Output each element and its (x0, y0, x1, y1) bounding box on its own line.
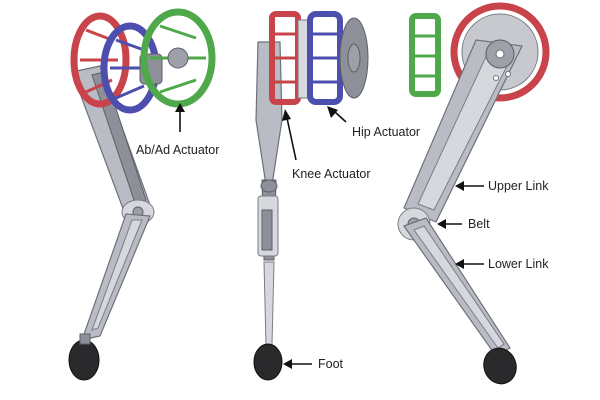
isometric-view: Ab/Ad Actuator (68, 8, 219, 381)
hip-actuator-label: Hip Actuator (352, 125, 420, 139)
front-foot (253, 343, 283, 381)
foot-label: Foot (318, 357, 344, 371)
iso-foot (68, 339, 100, 381)
side-ab-ad-actuator (409, 13, 441, 97)
front-ab-ad-actuator (339, 17, 369, 99)
front-hip-actuator (307, 11, 343, 105)
knee-actuator-label: Knee Actuator (292, 167, 371, 181)
iso-ab-ad-actuator (140, 8, 216, 108)
upper-link-callout: Upper Link (455, 179, 549, 193)
knee-actuator-callout: Knee Actuator (282, 109, 371, 181)
side-lower-link (403, 217, 511, 357)
iso-hip-actuator (100, 22, 163, 114)
belt-label: Belt (468, 217, 490, 231)
lower-link-callout: Lower Link (455, 257, 549, 271)
foot-callout: Foot (283, 357, 344, 371)
belt-callout: Belt (437, 217, 490, 231)
side-foot (483, 347, 517, 385)
front-leg-links (255, 41, 283, 346)
hip-actuator-callout: Hip Actuator (327, 106, 420, 139)
lower-link-label: Lower Link (488, 257, 549, 271)
ab-ad-actuator-label: Ab/Ad Actuator (136, 143, 219, 157)
side-view: Upper Link Belt Lower Link (397, 2, 550, 385)
front-view: Knee Actuator Hip Actuator Foot (253, 11, 420, 381)
ab-ad-actuator-callout: Ab/Ad Actuator (136, 103, 219, 157)
side-upper-link (403, 39, 523, 223)
upper-link-label: Upper Link (488, 179, 549, 193)
